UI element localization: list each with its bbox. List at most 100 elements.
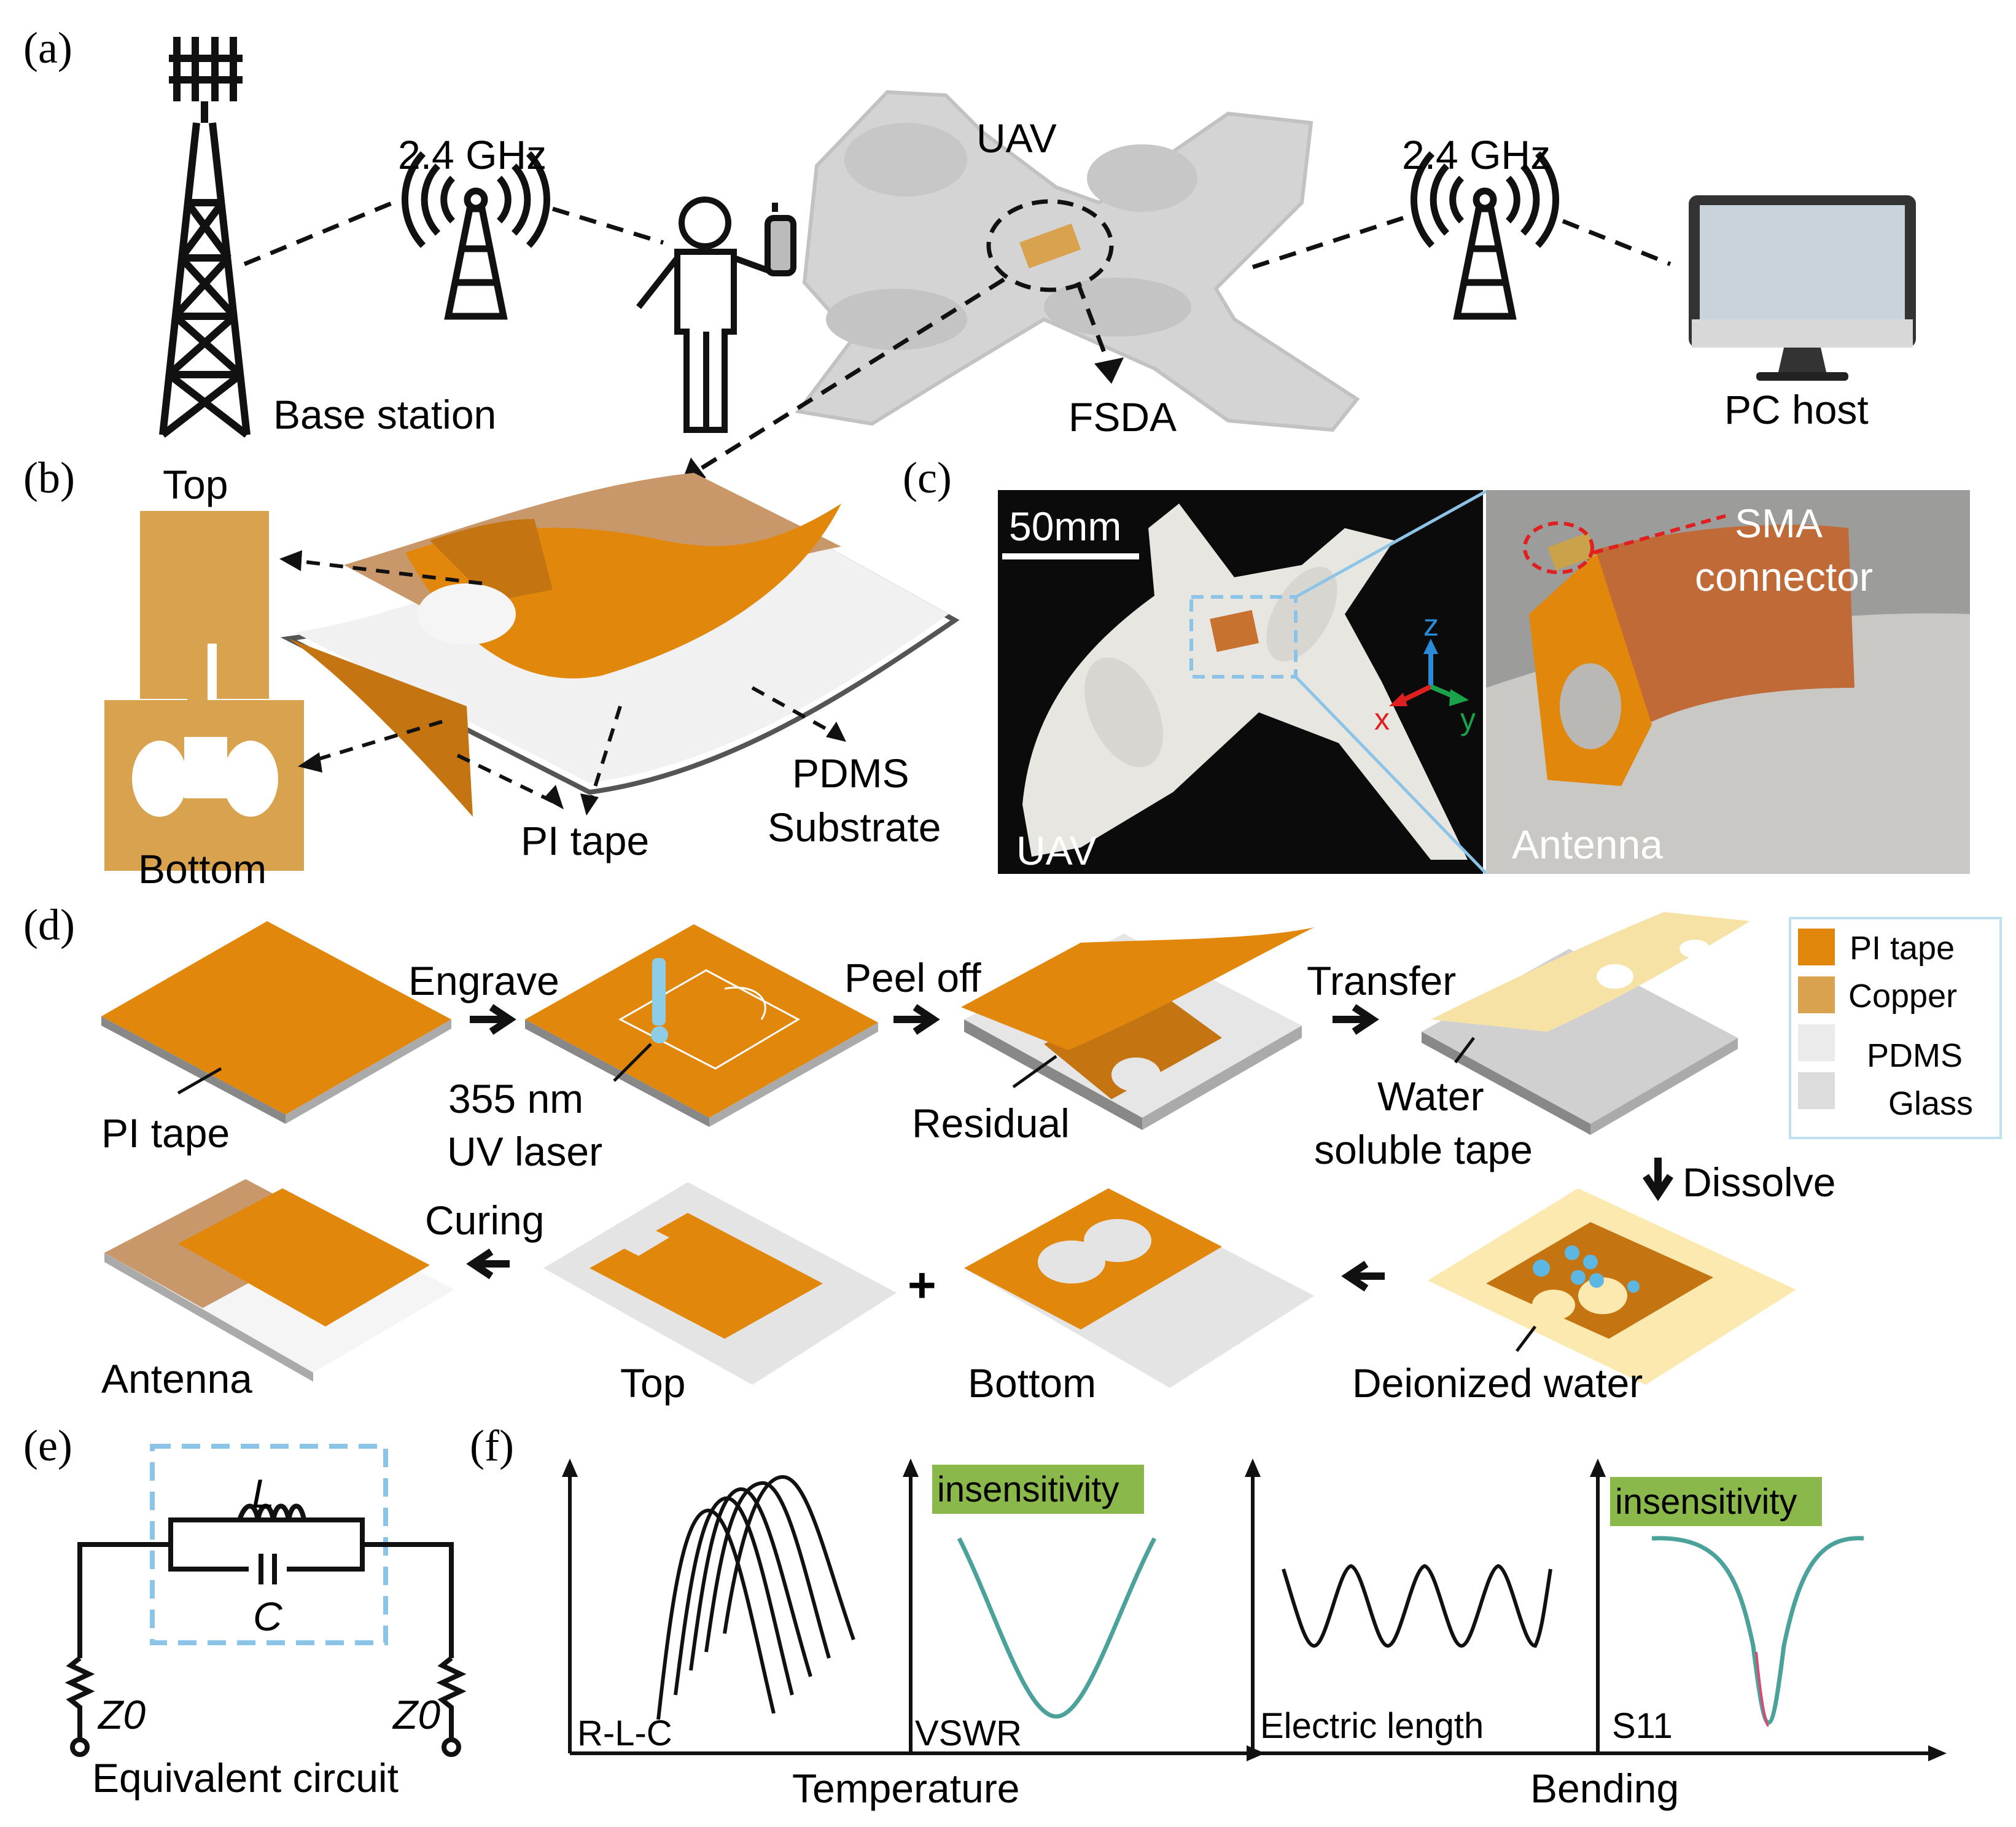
axis-z-label: z [1423, 608, 1439, 642]
s11-label: S11 [1612, 1706, 1673, 1746]
inductor-label: L [252, 1471, 274, 1516]
sma-highlight [1523, 521, 1594, 574]
top-layer-shape [140, 511, 269, 699]
zoom-connector [1294, 489, 1487, 599]
plate-antenna [104, 1179, 454, 1382]
fsda-highlight-circle [986, 199, 1114, 292]
freq-label-left: 2.4 GHz [398, 132, 547, 177]
insensitivity-badge [1610, 1477, 1822, 1526]
plus-sign: + [908, 1258, 936, 1312]
legend-swatch-pi-tape [1798, 929, 1835, 965]
panel-e: (e) L C Z0 Z0 Equivalent circuit [23, 1421, 467, 1801]
panel-label-f: (f) [470, 1421, 514, 1470]
schematic-axes [568, 1471, 1934, 1755]
legend-label: Glass [1888, 1085, 1973, 1122]
panel-d: (d) PI tape Engrave 355 nm UV laser Peel… [23, 900, 2002, 1406]
zoom-box [1189, 595, 1298, 679]
process-arrow [470, 1004, 516, 1035]
dissolve-label: Dissolve [1683, 1159, 1835, 1205]
bottom-label: Bottom [138, 846, 267, 892]
rlc-resonance-curves [656, 1474, 855, 1720]
uav-photo-label: UAV [1016, 828, 1097, 873]
panel-label-b: (b) [23, 453, 75, 502]
plate-top [543, 1182, 897, 1385]
plate-dissolve [1428, 1188, 1796, 1385]
panel-label-e: (e) [23, 1421, 72, 1470]
capacitor-gap [249, 1565, 287, 1577]
temperature-label: Temperature [792, 1766, 1020, 1811]
base-station-label: Base station [273, 392, 496, 437]
insensitivity-badge [932, 1465, 1144, 1514]
pdms-label-line1: PDMS [792, 750, 909, 796]
monitor-icon [1689, 195, 1916, 381]
sma-label-line1: SMA [1735, 501, 1823, 546]
process-arrow [1643, 1158, 1673, 1201]
uav-render [795, 90, 1360, 432]
water-label-line1: Water [1377, 1073, 1484, 1119]
bending-label: Bending [1530, 1766, 1679, 1811]
z0-right-label: Z0 [392, 1692, 440, 1737]
deionized-label: Deionized water [1352, 1360, 1643, 1406]
zoom-connector [1294, 676, 1487, 875]
antenna-photo-label: Antenna [1512, 822, 1663, 867]
plate-transfer [1422, 912, 1750, 1135]
layered-antenna-render [280, 473, 960, 817]
electric-length-label: Electric length [1260, 1706, 1484, 1746]
panel-a: (a) [23, 23, 1916, 482]
plate-pi-tape [101, 921, 451, 1124]
wireless-antenna-icon [402, 151, 550, 320]
process-arrow [1333, 1004, 1379, 1035]
peel-off-label: Peel off [844, 955, 981, 1000]
wireless-antenna-icon [1411, 151, 1559, 320]
panel-f: (f) [470, 1421, 1947, 1811]
capacitor-label: C [253, 1594, 283, 1639]
material-legend: PI tape Copper PDMS Glass [1789, 917, 2002, 1139]
s11-curve [1651, 1536, 1864, 1725]
panel-label-c: (c) [903, 453, 952, 502]
legend-swatch-copper [1798, 976, 1835, 1013]
panel-label-d: (d) [23, 900, 75, 949]
pi-tape-label: PI tape [521, 818, 649, 863]
engrave-label: Engrave [408, 958, 559, 1003]
plate-peel [961, 927, 1314, 1130]
antenna-step-label: Antenna [101, 1356, 252, 1401]
uav-label: UAV [976, 115, 1057, 161]
pc-host-label: PC host [1724, 387, 1869, 432]
fsda-label: FSDA [1068, 394, 1177, 440]
dashed-links [243, 200, 1672, 475]
water-label-line2: soluble tape [1314, 1127, 1533, 1172]
process-arrow [466, 1249, 510, 1279]
legend-label: PI tape [1850, 930, 1955, 967]
freq-label-right: 2.4 GHz [1402, 132, 1551, 177]
plate-bottom [964, 1188, 1314, 1388]
arrowhead [1094, 357, 1124, 384]
top-label: Top [163, 462, 228, 507]
insensitivity-label: insensitivity [937, 1470, 1119, 1510]
process-arrow [1341, 1261, 1385, 1291]
pdms-label-line2: Substrate [768, 804, 941, 850]
circuit-caption: Equivalent circuit [92, 1755, 399, 1801]
residual-label: Residual [912, 1100, 1070, 1146]
tower-icon [159, 37, 251, 438]
panel-label-a: (a) [23, 23, 72, 72]
bottom-step-label: Bottom [968, 1360, 1096, 1406]
laser-label-line2: UV laser [447, 1129, 602, 1174]
axis-arrowheads [562, 1459, 1947, 1761]
process-arrow [893, 1004, 940, 1035]
panel-c: (c) 50mm UAV z x y [903, 453, 1970, 875]
electric-length-curve [1282, 1564, 1552, 1648]
transfer-label: Transfer [1307, 958, 1456, 1003]
xyz-axes [1389, 639, 1469, 706]
legend-swatch-pdms [1798, 1024, 1835, 1061]
z0-left-label: Z0 [97, 1692, 146, 1737]
legend-swatch-glass [1798, 1072, 1835, 1109]
curing-label: Curing [425, 1198, 544, 1243]
panel-b: (b) Top Bottom PI [23, 453, 960, 892]
axis-x-label: x [1374, 702, 1390, 736]
insensitivity-label: insensitivity [1615, 1482, 1797, 1522]
sma-label-line2: connector [1695, 554, 1873, 599]
rlc-label: R-L-C [577, 1713, 672, 1753]
vswr-curve [957, 1537, 1157, 1719]
laser-label-line1: 355 nm [448, 1076, 583, 1121]
vswr-label: VSWR [915, 1713, 1022, 1753]
